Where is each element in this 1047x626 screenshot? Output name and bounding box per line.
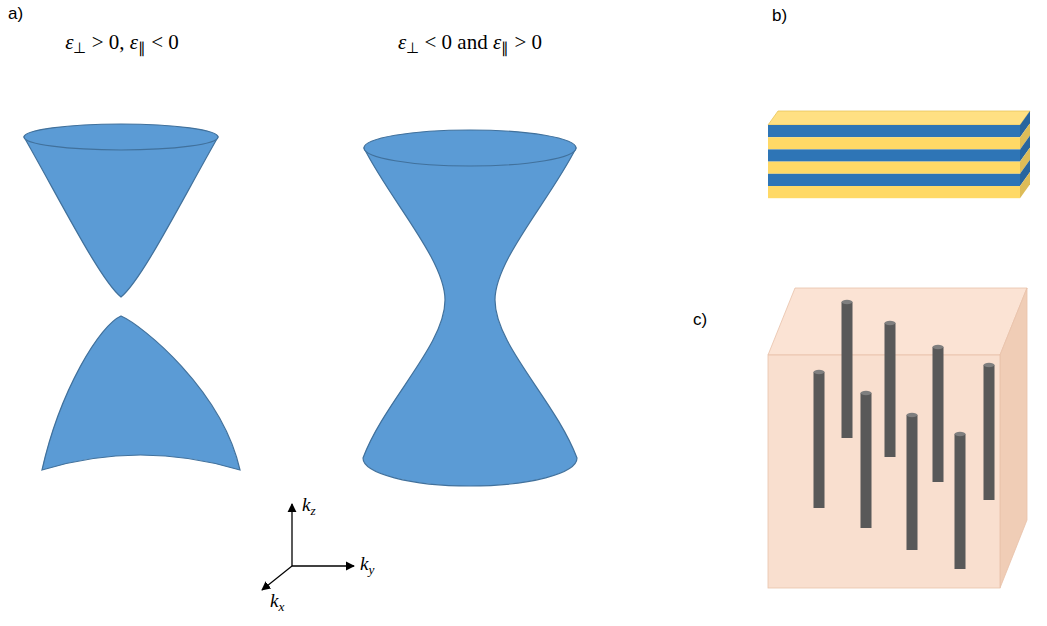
one-sheet-hyperboloid [363,130,577,486]
multilayer-stack [768,111,1030,198]
cube-top [768,288,1027,355]
nanowires [814,300,995,569]
layer-side [1020,172,1030,198]
nanowire-end [814,370,825,374]
lower-sheet [42,316,240,470]
condition-label: ε⊥ < 0 and ε∥ > 0 [398,30,542,58]
axis-label: kz [302,494,316,519]
cube-front [768,355,1000,588]
top-rim [364,130,576,166]
layer-front [768,125,1020,137]
upper-rim [24,124,218,150]
nanowire-end [933,345,944,349]
nanowire-end [984,363,995,367]
kz-axis [291,504,292,566]
stack-top [768,111,1030,125]
nanowire [933,347,944,482]
panel-label: c) [693,310,707,330]
panel-label: a) [8,4,23,24]
axes [262,504,354,590]
upper-sheet [24,137,218,297]
layer-front [768,137,1020,149]
nanowire-end [885,321,896,325]
condition-label: ε⊥ > 0, ε∥ < 0 [65,30,179,58]
panel-label: b) [772,6,787,26]
nanowire-end [842,300,853,304]
nanowire [885,323,896,457]
nanowire-end [907,413,918,417]
layer-front [768,149,1020,161]
two-sheet-hyperboloid [24,124,240,470]
cube-side [1000,288,1027,588]
hyperboloid-surface [363,148,577,486]
nanowire [907,415,918,550]
axis-label: kx [270,590,284,615]
nanowire [861,393,872,528]
nanowire-composite [768,288,1027,588]
nanowire [984,365,995,500]
kx-axis [262,566,292,590]
nanowire [842,302,853,438]
nanowire [814,372,825,508]
axis-label: ky [360,553,374,578]
nanowire-end [861,391,872,395]
layer-front [768,174,1020,186]
ky-axis [292,565,354,566]
nanowire-end [955,432,966,436]
nanowire [955,434,966,569]
layer-front [768,162,1020,174]
layer-front [768,186,1020,198]
